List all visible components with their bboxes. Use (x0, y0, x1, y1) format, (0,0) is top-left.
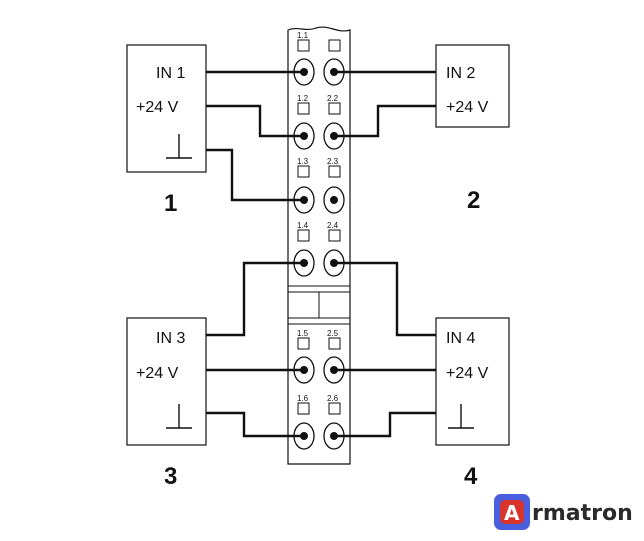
device-3-number: 3 (164, 463, 177, 490)
marker-square (297, 39, 310, 52)
terminal-label-1-3: 1.3 (297, 157, 309, 166)
device-3: IN 3 +24 V 3 (126, 317, 207, 490)
marker-square (297, 337, 310, 350)
wires (206, 70, 436, 438)
device-3-in-label: IN 3 (156, 330, 185, 347)
wire-in4 (334, 261, 436, 337)
device-2-voltage-label: +24 V (446, 99, 489, 116)
wire-d3-gnd (206, 411, 304, 438)
device-1-number: 1 (164, 190, 177, 217)
device-1-voltage-label: +24 V (136, 99, 179, 116)
device-2-in-label: IN 2 (446, 65, 475, 82)
terminal-labels: 1.1 1.2 2.2 1.3 2.3 1.4 2.4 1.5 2.5 1.6 … (297, 31, 341, 415)
wire-d1-gnd (206, 148, 304, 202)
wire-d4-gnd (334, 411, 436, 438)
wire-in3 (206, 261, 304, 337)
terminal-label-2-3: 2.3 (327, 157, 339, 166)
logo-text: rmatron (532, 501, 633, 526)
terminal-label-2-4: 2.4 (327, 221, 339, 230)
device-1: IN 1 +24 V 1 (126, 44, 207, 217)
marker-square (328, 337, 341, 350)
terminal-label-1-5: 1.5 (297, 329, 309, 338)
terminal-label-2-2: 2.2 (327, 94, 339, 103)
logo-letter: A (504, 501, 520, 525)
terminal-label-1-2: 1.2 (297, 94, 309, 103)
device-3-voltage-label: +24 V (136, 365, 179, 382)
marker-square (328, 102, 341, 115)
device-4-voltage-label: +24 V (446, 365, 489, 382)
terminal-dot (330, 196, 338, 204)
device-2: IN 2 +24 V 2 (435, 44, 510, 214)
terminal-label-2-5: 2.5 (327, 329, 339, 338)
marker-square (297, 229, 310, 242)
terminal-label-1-4: 1.4 (297, 221, 309, 230)
ground-icon (166, 404, 192, 429)
terminal-label-1-1: 1.1 (297, 31, 309, 40)
wire-d1-24v (206, 104, 304, 138)
device-4-number: 4 (464, 463, 478, 490)
marker-square (328, 39, 341, 52)
device-4: IN 4 +24 V 4 (435, 317, 510, 490)
device-2-number: 2 (467, 187, 480, 214)
armatron-logo: A rmatron (494, 494, 633, 530)
marker-square (328, 229, 341, 242)
device-4-in-label: IN 4 (446, 330, 475, 347)
ground-icon (448, 404, 474, 429)
ground-icon (166, 134, 192, 159)
terminal-label-1-6: 1.6 (297, 394, 309, 403)
marker-square (297, 102, 310, 115)
marker-square (297, 402, 310, 415)
marker-square (297, 165, 310, 178)
marker-square (328, 402, 341, 415)
wire-d2-24v (334, 104, 436, 138)
marker-square (328, 165, 341, 178)
device-1-in-label: IN 1 (156, 65, 185, 82)
terminal-label-2-6: 2.6 (327, 394, 339, 403)
